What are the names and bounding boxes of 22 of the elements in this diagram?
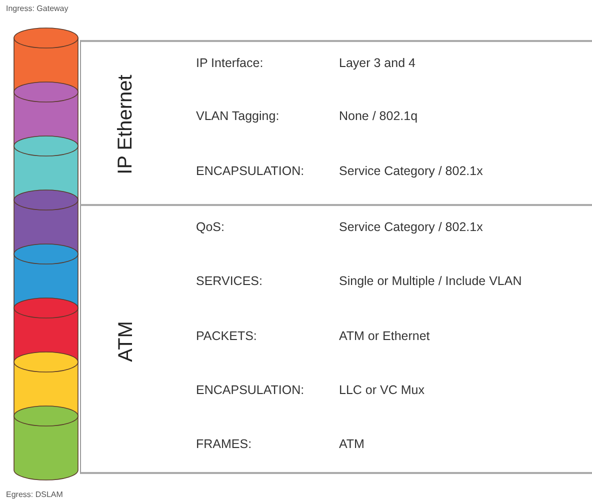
field-value: Service Category / 802.1x: [339, 164, 483, 178]
section-panel: [80, 40, 592, 204]
field-value: Single or Multiple / Include VLAN: [339, 274, 522, 288]
field-name: SERVICES:: [196, 274, 262, 288]
field-name: QoS:: [196, 220, 224, 234]
field-name: IP Interface:: [196, 56, 264, 70]
field-name: PACKETS:: [196, 329, 257, 343]
field-value: Service Category / 802.1x: [339, 220, 483, 234]
field-value: Layer 3 and 4: [339, 56, 416, 70]
section-heading: ATM: [114, 320, 138, 362]
section-heading: IP Ethernet: [114, 74, 138, 174]
field-name: ENCAPSULATION:: [196, 164, 304, 178]
section-panel: [80, 204, 592, 474]
field-name: ENCAPSULATION:: [196, 383, 304, 397]
field-name: VLAN Tagging:: [196, 109, 280, 123]
field-value: ATM or Ethernet: [339, 329, 430, 343]
field-name: FRAMES:: [196, 437, 252, 451]
field-value: LLC or VC Mux: [339, 383, 424, 397]
caption-text: Egress: DSLAM: [6, 490, 63, 499]
field-value: None / 802.1q: [339, 109, 418, 123]
field-value: ATM: [339, 437, 364, 451]
caption-text: Ingress: Gateway: [6, 4, 68, 13]
